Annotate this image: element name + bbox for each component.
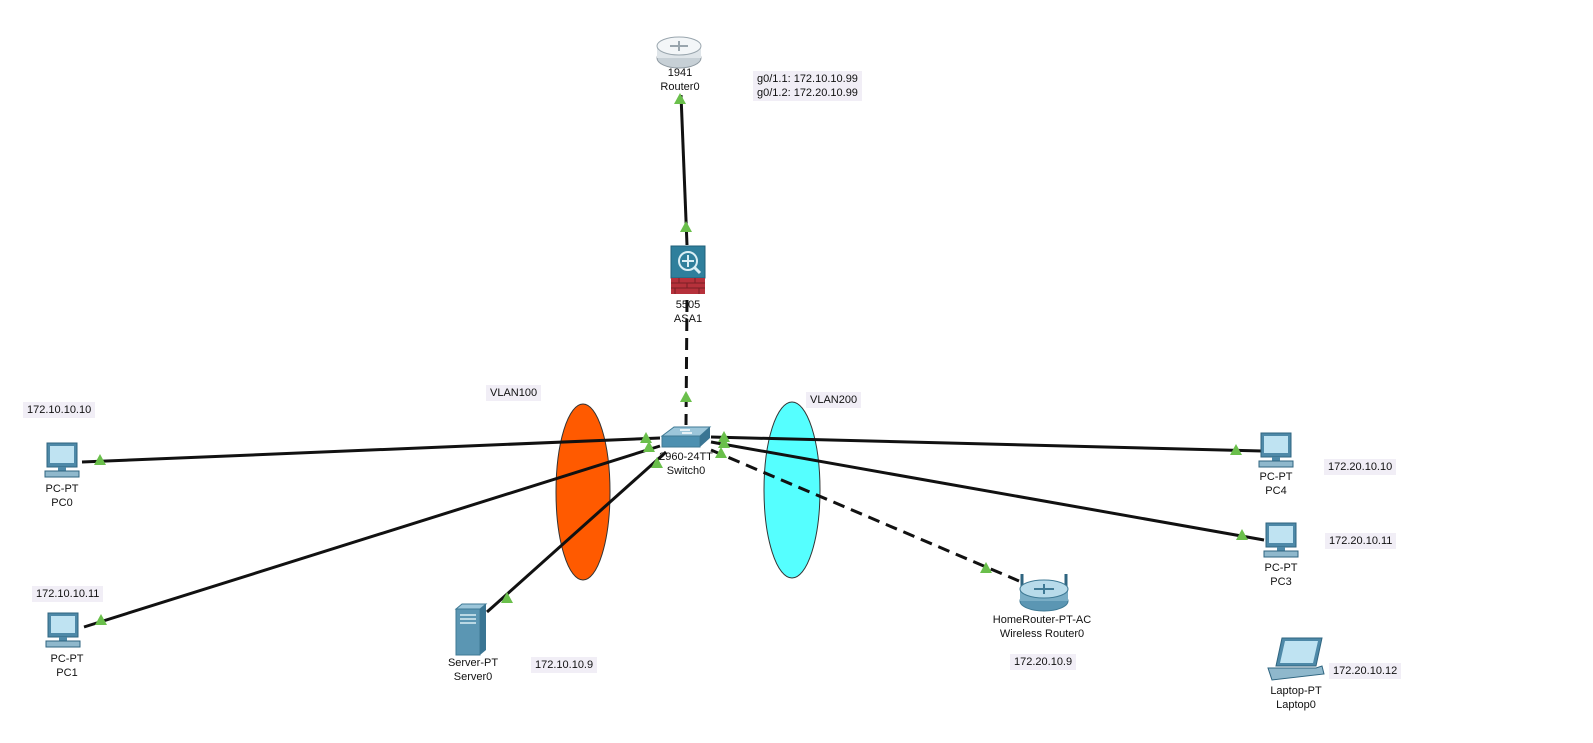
- pc-icon[interactable]: [43, 611, 83, 649]
- pc4-name: PC4: [1265, 485, 1287, 497]
- pc3-model: PC-PT: [1264, 562, 1298, 574]
- port-indicator: [651, 457, 663, 468]
- laptop0-ip-note: 172.20.10.12: [1329, 663, 1402, 679]
- port-indicator: [640, 432, 652, 443]
- switch0-model: 2960-24TT: [659, 451, 713, 463]
- pc-icon[interactable]: [1261, 521, 1301, 559]
- link-switch0-pc0[interactable]: [81, 436, 661, 464]
- port-indicator: [501, 592, 513, 603]
- port-indicator: [718, 431, 730, 442]
- pc3-label: PC-PT PC3: [1265, 561, 1298, 589]
- server-icon[interactable]: [454, 603, 488, 657]
- server0-label: Server-PT Server0: [448, 656, 498, 684]
- pc1-model: PC-PT: [50, 653, 84, 665]
- link-switch0-pc3[interactable]: [710, 440, 1265, 542]
- router-icon[interactable]: [654, 34, 704, 72]
- router0-label: 1941 Router0: [660, 66, 699, 94]
- pc4-ip-note: 172.20.10.10: [1324, 459, 1397, 475]
- pc1-name: PC1: [56, 667, 78, 679]
- vlan100-zone: [555, 403, 611, 581]
- router0-model: 1941: [667, 67, 693, 79]
- router-iface-1: g0/1.1: 172.10.10.99: [757, 73, 858, 85]
- pc0-name: PC0: [51, 497, 73, 509]
- wireless-ip-note: 172.20.10.9: [1010, 654, 1077, 670]
- laptop0-model: Laptop-PT: [1270, 685, 1322, 697]
- laptop0-label: Laptop-PT Laptop0: [1270, 684, 1321, 712]
- pc0-label: PC-PT PC0: [46, 482, 79, 510]
- asa1-label: 5505 ASA1: [674, 298, 702, 326]
- switch0-label: 2960-24TT Switch0: [659, 450, 713, 478]
- pc1-label: PC-PT PC1: [51, 652, 84, 680]
- pc3-ip-note: 172.20.10.11: [1325, 533, 1397, 549]
- wireless-router0-label: HomeRouter-PT-AC Wireless Router0: [993, 613, 1091, 641]
- port-indicator: [94, 454, 106, 465]
- vlan200-zone: [763, 401, 821, 579]
- router0-name: Router0: [660, 81, 700, 93]
- switch0-name: Switch0: [666, 465, 706, 477]
- port-indicator: [674, 93, 686, 104]
- server0-name: Server0: [453, 671, 493, 683]
- pc-icon[interactable]: [42, 441, 82, 479]
- wireless-router-icon[interactable]: [1016, 570, 1072, 614]
- port-indicator: [643, 441, 655, 452]
- vlan200-note: VLAN200: [806, 392, 862, 408]
- switch-icon[interactable]: [660, 424, 712, 450]
- server0-ip-note: 172.10.10.9: [531, 657, 598, 673]
- port-indicators: [94, 93, 1248, 625]
- port-indicator: [680, 221, 692, 232]
- pc4-model: PC-PT: [1259, 471, 1293, 483]
- vlan100-note: VLAN100: [486, 385, 542, 401]
- pc0-ip-note: 172.10.10.10: [23, 402, 96, 418]
- link-switch0-pc4[interactable]: [710, 435, 1263, 453]
- pc0-model: PC-PT: [45, 483, 79, 495]
- port-indicator: [980, 562, 992, 573]
- pc1-ip-note: 172.10.10.11: [32, 586, 104, 602]
- laptop-icon[interactable]: [1266, 636, 1326, 682]
- server0-model: Server-PT: [447, 657, 499, 669]
- port-indicator: [680, 391, 692, 402]
- link-switch0-server0[interactable]: [486, 450, 667, 614]
- pc-icon[interactable]: [1256, 431, 1296, 469]
- pc3-name: PC3: [1270, 576, 1292, 588]
- link-router0-asa1[interactable]: [679, 94, 689, 246]
- port-indicator: [715, 447, 727, 458]
- wireless-router0-name: Wireless Router0: [999, 628, 1085, 640]
- router-interfaces-note: g0/1.1: 172.10.10.99 g0/1.2: 172.20.10.9…: [753, 71, 862, 101]
- firewall-icon[interactable]: [669, 244, 707, 296]
- asa1-name: ASA1: [673, 313, 703, 325]
- port-indicator: [1236, 529, 1248, 540]
- router-iface-2: g0/1.2: 172.20.10.99: [757, 87, 858, 99]
- link-switch0-pc1[interactable]: [83, 444, 661, 629]
- wireless-router0-model: HomeRouter-PT-AC: [992, 614, 1092, 626]
- link-asa1-switch0[interactable]: [684, 299, 689, 426]
- port-indicator: [95, 614, 107, 625]
- pc4-label: PC-PT PC4: [1260, 470, 1293, 498]
- asa1-model: 5505: [675, 299, 701, 311]
- laptop0-name: Laptop0: [1276, 699, 1316, 711]
- port-indicator: [1230, 444, 1242, 455]
- port-indicator: [718, 437, 730, 448]
